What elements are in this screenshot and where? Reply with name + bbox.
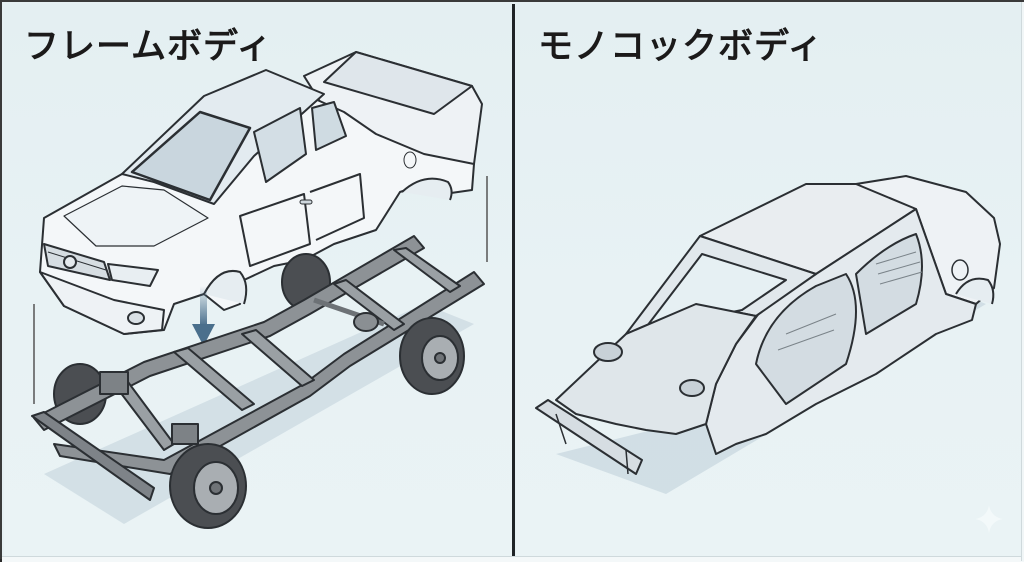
frame-body-panel: フレームボディ — [4, 4, 512, 558]
panel-divider — [512, 4, 515, 558]
right-edge — [1021, 2, 1024, 561]
monocoque-body-title: モノコックボディ — [538, 27, 824, 67]
wheel-front-right — [169, 443, 247, 529]
frame-body-illustration — [31, 51, 488, 529]
pickup-truck-body — [39, 51, 483, 335]
bottom-edge — [2, 556, 1024, 562]
frame-body-title: フレームボディ — [24, 27, 273, 67]
ladder-frame-chassis — [31, 235, 485, 529]
sedan-unibody-shell — [535, 175, 1001, 475]
wheel-rear-right — [399, 317, 465, 395]
arrow-down-icon — [192, 286, 215, 346]
sparkle-icon — [975, 505, 1003, 533]
monocoque-body-illustration — [535, 175, 1001, 494]
monocoque-body-panel: モノコックボディ — [516, 4, 1022, 558]
